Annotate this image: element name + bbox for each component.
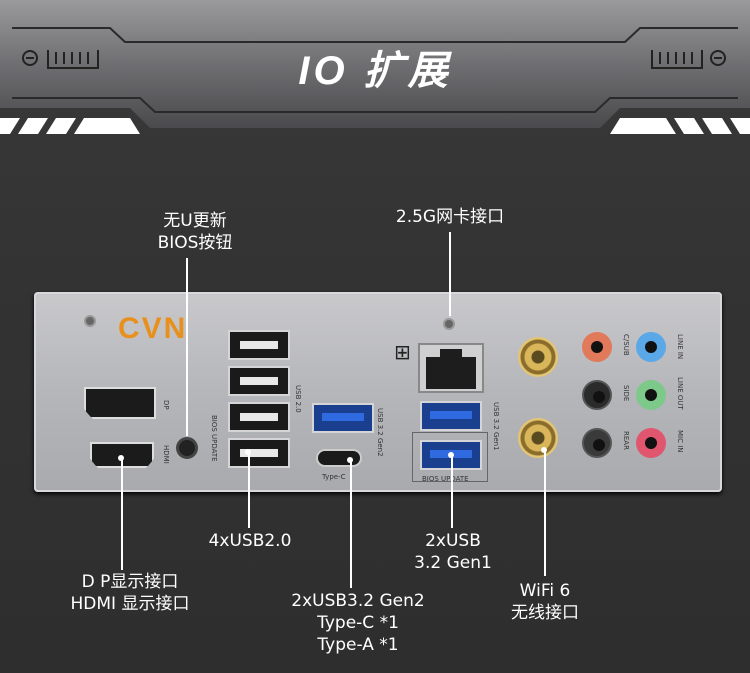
callout-line-display [121,458,123,570]
callout-dot [448,452,454,458]
bios-flashback-button[interactable] [176,437,198,459]
wifi-antenna-connector[interactable] [518,337,558,377]
audio-jack-rear[interactable] [582,428,612,458]
network-icon: ⊞ [394,340,411,364]
usb-type-c-port[interactable] [316,449,362,467]
callout-dot [347,457,353,463]
callout-line-usb32-gen1 [451,455,453,528]
hdmi-label: HDMI [162,445,170,464]
callout-dot [245,449,251,455]
audio-jack-line-out[interactable] [636,380,666,410]
callout-dot [118,455,124,461]
audio-jack-side[interactable] [582,380,612,410]
usb32-gen1-label: USB 3.2 Gen1 [492,402,500,451]
usb20-port[interactable] [228,366,290,396]
usb32-gen1-port[interactable] [420,401,482,431]
rj45-lan-port[interactable] [418,343,484,393]
usb32-gen2-label: USB 3.2 Gen2 [376,408,384,457]
bios-update-box-label: BIOS UPDATE [422,475,469,483]
bios-update-label: BIOS UPDATE [210,415,218,462]
callout-usb20: 4xUSB2.0 [208,531,292,551]
dp-label: DP [162,400,170,410]
callout-dot [541,447,547,453]
rear-label: REAR [622,431,630,450]
mic-in-label: MIC IN [676,430,684,453]
callout-line-wifi [544,450,546,576]
usb20-port[interactable] [228,438,290,468]
page-title: IO 扩展 [298,49,452,93]
audio-jack-line-in[interactable] [636,332,666,362]
line-in-label: LINE IN [676,334,684,360]
line-out-label: LINE OUT [676,377,684,410]
callout-line-usb32-gen2 [350,460,352,588]
usb20-port[interactable] [228,402,290,432]
screw-icon [84,315,96,327]
bios-update-box [412,432,488,482]
usb20-port[interactable] [228,330,290,360]
csub-label: C/SUB [622,334,630,356]
wifi-antenna-connector[interactable] [518,418,558,458]
usb20-label: USB 2.0 [294,385,302,413]
usb32-gen2-type-a-port[interactable] [312,403,374,433]
side-label: SIDE [622,385,630,402]
screw-icon [443,318,455,330]
callout-lan: 2.5G网卡接口 [395,207,505,227]
header-banner [0,0,750,134]
callout-line-usb20 [248,452,250,528]
dp-port[interactable] [84,387,156,419]
callout-line-lan [449,232,451,316]
brand-logo: CVN [118,312,188,345]
audio-jack-mic-in[interactable] [636,428,666,458]
audio-jack-csub[interactable] [582,332,612,362]
callout-line-bios [186,258,188,436]
type-c-label: Type-C [322,473,346,481]
